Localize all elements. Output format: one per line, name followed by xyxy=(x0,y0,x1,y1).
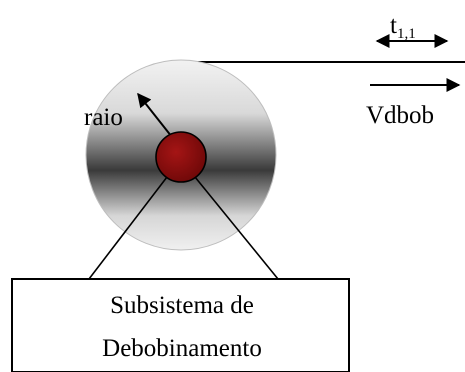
subsystem-box xyxy=(11,278,350,372)
speed-label: Vdbob xyxy=(366,102,434,129)
thickness-label-subscript: 1,1 xyxy=(397,26,416,42)
radius-label: raio xyxy=(84,104,123,131)
thickness-label: t1,1 xyxy=(390,12,416,42)
connector-right-line xyxy=(194,176,279,280)
connector-left-line xyxy=(88,176,168,280)
subsystem-label-line1: Subsistema de xyxy=(110,292,254,319)
reel-hub xyxy=(155,131,207,183)
subsystem-label-line2: Debobinamento xyxy=(102,335,262,362)
thickness-label-base: t xyxy=(390,12,397,39)
